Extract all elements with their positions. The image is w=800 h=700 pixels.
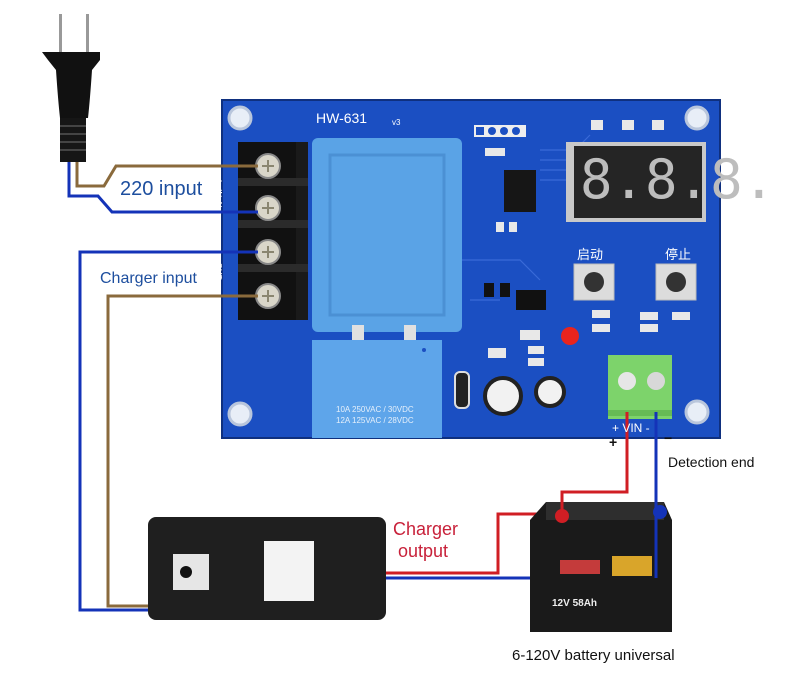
wire-brown-charger-in [106,294,258,608]
input-220-label: 220 input [120,178,203,200]
wire-brown-220-l [75,162,258,188]
stop-push-button[interactable] [655,263,697,301]
smd-components [484,120,690,366]
display-digit: 8. [710,148,776,211]
terminal-output-marking: ~OUT~ [214,258,223,285]
wire-red-charger-out [386,512,565,575]
relay-rating-line-2: 12A 125VAC / 28VDC [336,416,414,425]
terminal-screw-4 [255,283,281,309]
charger-adapter [148,517,386,620]
start-button-label: 启动 [577,248,604,263]
ic-chip [504,170,536,212]
terminal-screw-2 [255,195,281,221]
board-model-label: HW-631 [316,110,368,126]
wire-blue-charger-in [78,250,258,612]
wire-blue-220-n [67,162,258,214]
vin-terminal-marking: + VIN - [612,421,650,435]
capacitor-c2 [534,376,566,408]
display-digit: 8. [645,148,711,211]
led-indicator [561,327,579,345]
mounting-hole [684,105,710,131]
start-push-button[interactable] [573,263,615,301]
seven-segment-display [566,142,706,222]
relay-rating-line-1: 10A 250VAC / 30VDC [336,405,414,414]
charger-input-label: Charger input [100,270,197,287]
car-battery [530,502,672,632]
charger-output-label-line-2: output [398,541,449,561]
detection-end-label: Detection end [668,454,755,470]
terminal-screw-1 [255,153,281,179]
mounting-hole [227,105,253,131]
display-digit: 8. [580,148,646,211]
mounting-hole [684,399,710,425]
battery-universal-label: 6-120V battery universal [512,647,675,664]
negative-marker: − [664,430,673,446]
mounting-hole [227,401,253,427]
terminal-screw-3 [255,239,281,265]
relay [312,340,442,438]
vin-terminal-block [608,355,672,419]
display-digits: 8. 8. 8. [580,148,775,212]
power-plug [42,14,100,162]
battery-rating-label: 12V 58Ah [552,598,598,609]
wire-red-detection [560,412,629,516]
board-version-label: v3 [392,118,401,127]
terminal-input-marking: L~IN~N [214,180,223,208]
capacitor-c3 [483,376,523,416]
transformer [312,138,462,341]
charger-output-label-line-1: Charger [393,519,459,539]
stop-button-label: 停止 [665,248,692,263]
pin-header [474,125,526,137]
diode-q1 [454,371,470,409]
positive-marker: + [609,434,618,450]
